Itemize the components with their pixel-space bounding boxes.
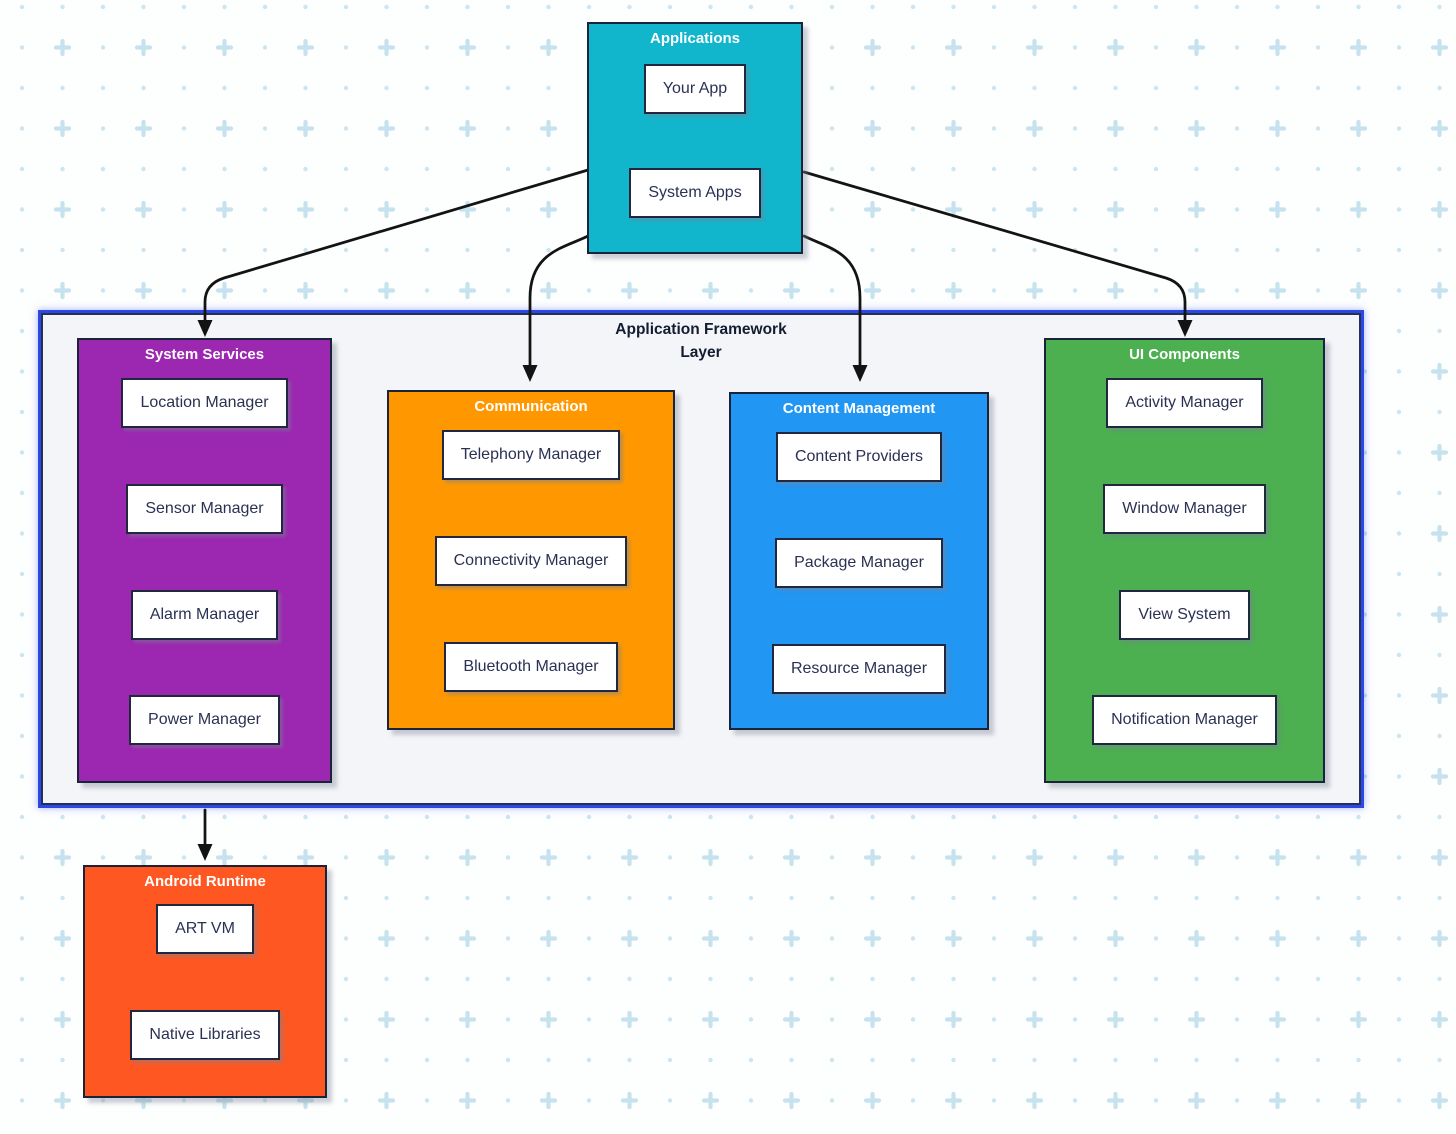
framework-layer-title: Application Framework Layer bbox=[41, 318, 1361, 364]
node-resource-manager: Resource Manager bbox=[771, 644, 947, 694]
applications-group: Applications Your App System Apps bbox=[587, 22, 803, 254]
node-location-manager: Location Manager bbox=[121, 378, 288, 428]
android-runtime-group: Android Runtime ART VM Native Libraries bbox=[83, 865, 327, 1098]
system-services-group: System Services Location Manager Sensor … bbox=[77, 338, 332, 783]
node-your-app: Your App bbox=[643, 64, 747, 114]
node-window-manager: Window Manager bbox=[1103, 484, 1266, 534]
content-management-group: Content Management Content Providers Pac… bbox=[729, 392, 989, 730]
applications-group-title: Applications bbox=[649, 30, 740, 47]
ui-components-group-title: UI Components bbox=[1129, 346, 1240, 363]
node-view-system: View System bbox=[1119, 590, 1250, 640]
android-runtime-group-title: Android Runtime bbox=[144, 873, 266, 890]
content-management-group-title: Content Management bbox=[782, 400, 936, 417]
framework-layer-title-line1: Application Framework bbox=[615, 321, 787, 338]
node-notification-manager: Notification Manager bbox=[1092, 695, 1277, 745]
node-power-manager: Power Manager bbox=[129, 695, 280, 745]
node-telephony-manager: Telephony Manager bbox=[441, 430, 621, 480]
node-native-libraries: Native Libraries bbox=[130, 1010, 280, 1060]
node-activity-manager: Activity Manager bbox=[1106, 378, 1263, 428]
framework-layer-title-line2: Layer bbox=[680, 344, 722, 361]
node-package-manager: Package Manager bbox=[775, 538, 943, 588]
node-bluetooth-manager: Bluetooth Manager bbox=[444, 642, 618, 692]
communication-group-title: Communication bbox=[474, 398, 588, 415]
node-content-providers: Content Providers bbox=[775, 432, 943, 482]
system-services-group-title: System Services bbox=[144, 346, 265, 363]
node-art-vm: ART VM bbox=[156, 904, 254, 954]
node-system-apps: System Apps bbox=[629, 168, 761, 218]
ui-components-group: UI Components Activity Manager Window Ma… bbox=[1044, 338, 1325, 783]
node-sensor-manager: Sensor Manager bbox=[126, 484, 283, 534]
node-connectivity-manager: Connectivity Manager bbox=[434, 536, 628, 586]
node-alarm-manager: Alarm Manager bbox=[130, 590, 279, 640]
communication-group: Communication Telephony Manager Connecti… bbox=[387, 390, 675, 730]
